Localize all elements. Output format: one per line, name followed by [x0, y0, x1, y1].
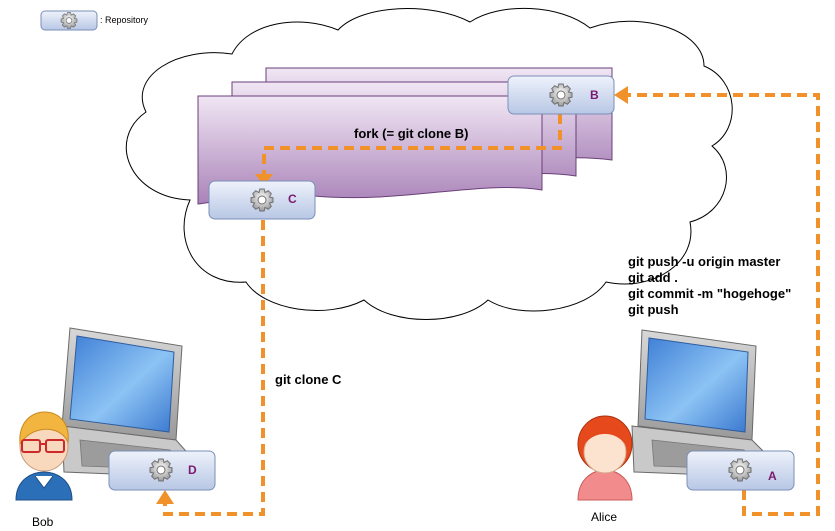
arrowhead-b [614, 86, 628, 104]
arrow-clone-c-to-d [163, 220, 265, 516]
alice-name: Alice [591, 510, 617, 524]
person-icon-bob [15, 411, 73, 501]
bob-name: Bob [32, 515, 54, 529]
command-line: git push -u origin master [628, 254, 780, 269]
gear-icon [728, 458, 752, 482]
command-line: git push [628, 302, 679, 317]
arrowhead-c [255, 174, 273, 186]
alice-commands: git push -u origin master git add . git … [628, 254, 791, 317]
git-clone-c-label: git clone C [275, 372, 342, 387]
fork-label: fork (= git clone B) [354, 126, 468, 141]
repo-c[interactable]: C [208, 180, 316, 220]
repo-a-label: A [768, 469, 777, 483]
arrowhead-d [156, 490, 174, 504]
legend: : Repository [40, 10, 149, 31]
command-line: git add . [628, 270, 678, 285]
gear-icon [60, 12, 78, 29]
repo-d[interactable]: D [108, 450, 216, 491]
arrow-push-a-to-b [624, 93, 820, 516]
gear-icon [250, 188, 274, 212]
legend-label: : Repository [100, 15, 149, 25]
arrows [163, 93, 820, 516]
repo-b-label: B [590, 88, 599, 102]
repo-a[interactable]: A [686, 450, 795, 491]
command-line: git commit -m "hogehoge" [628, 286, 791, 301]
arrow-fork-b-to-c [262, 114, 562, 178]
arrowheads [156, 86, 628, 504]
repo-c-label: C [288, 192, 297, 206]
repo-d-label: D [188, 463, 197, 477]
gear-icon [149, 458, 173, 482]
repo-b[interactable]: B [507, 75, 615, 115]
person-icon-alice [577, 415, 633, 501]
gear-icon [549, 83, 573, 107]
